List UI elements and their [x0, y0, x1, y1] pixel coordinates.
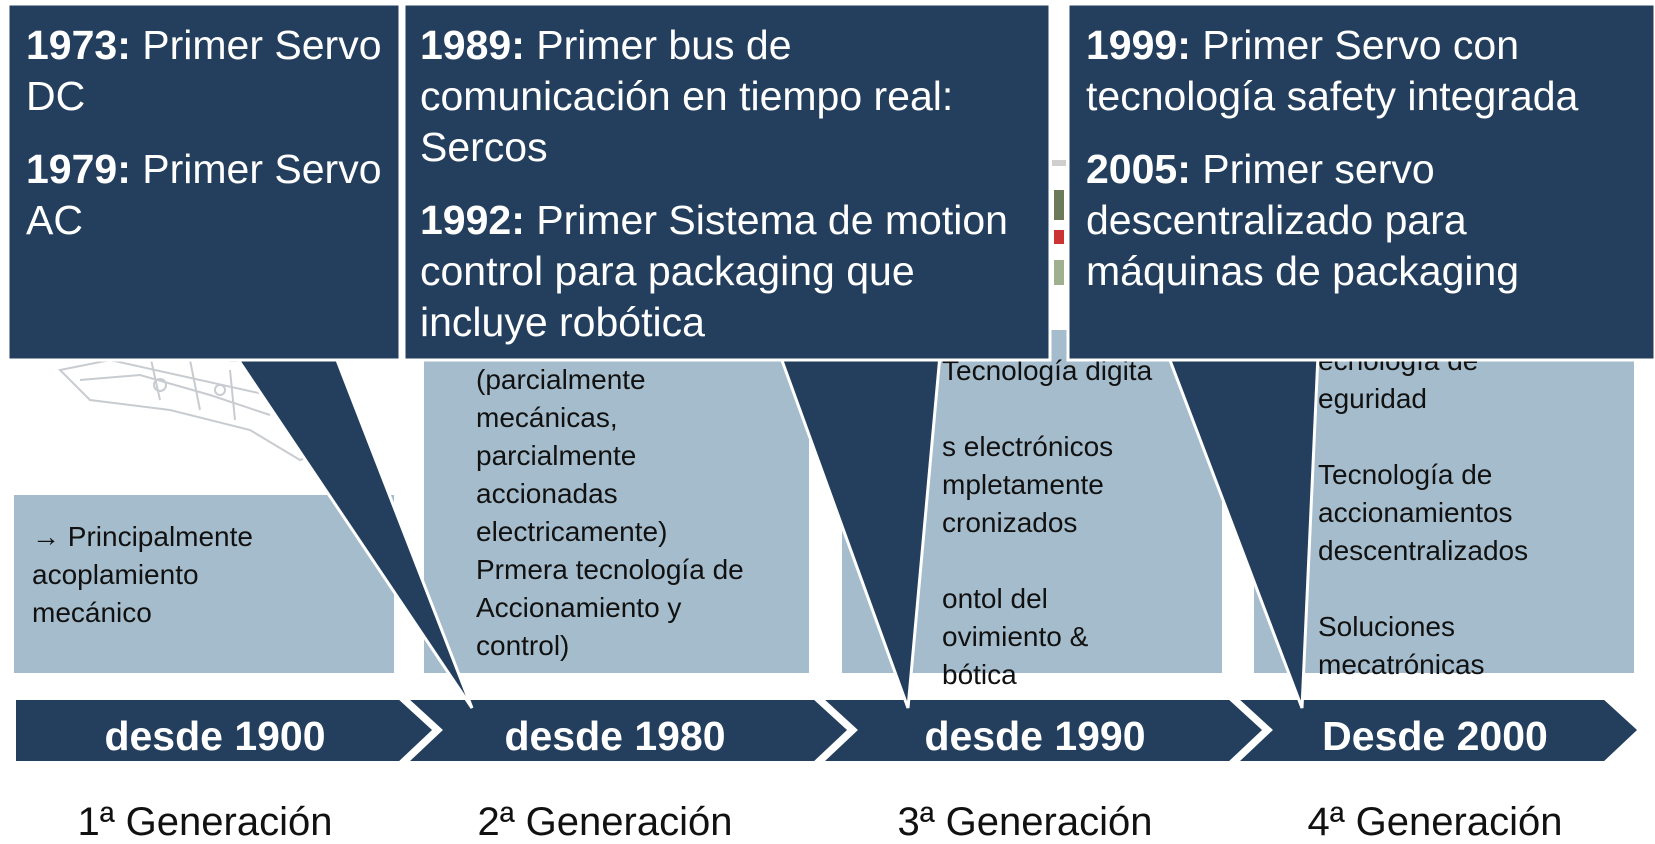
callout-pointer-1 — [232, 353, 474, 709]
callout-2-text-2: Primer Sistema de motion control para pa… — [420, 197, 1008, 345]
timeline-segment-1990 — [814, 696, 1268, 765]
callout-2-text-1: Primer bus de comunicación en tiempo rea… — [420, 22, 954, 170]
callout-2-text: 1989: Primer bus de comunicación en tiem… — [420, 20, 1045, 370]
generation-1-panel — [14, 495, 394, 673]
machine-illustration-2 — [1052, 160, 1066, 285]
callout-box-1 — [6, 2, 402, 362]
generation-label-2: 2ª Generación — [477, 800, 733, 844]
era-label-1900: desde 1900 — [104, 713, 326, 759]
generation-1-description: → Principalmente acoplamiento mecánico — [32, 521, 253, 628]
callout-pointer-3 — [1165, 353, 1320, 709]
callout-3-text-2: Primer servo descentralizado para máquin… — [1086, 146, 1520, 294]
era-label-1980: desde 1980 — [504, 713, 726, 759]
callout-3-year-2: 2005: — [1086, 146, 1191, 192]
generation-2-panel — [424, 360, 809, 673]
timeline-segment-1980 — [399, 696, 853, 765]
callout-3-text-1: Primer Servo con tecnología safety integ… — [1086, 22, 1579, 119]
era-label-1990: desde 1990 — [924, 713, 1146, 759]
generation-label-4: 4ª Generación — [1307, 800, 1563, 844]
generation-label-1: 1ª Generación — [77, 800, 333, 844]
callout-box-2 — [402, 2, 1052, 362]
callout-3-year-1: 1999: — [1086, 22, 1191, 68]
timeline-segment-1900 — [12, 696, 438, 765]
callout-2-year-2: 1992: — [420, 197, 525, 243]
callout-2-year-1: 1989: — [420, 22, 525, 68]
timeline-segment-2000 — [1229, 696, 1643, 765]
callout-1-text-2: Primer Servo AC — [26, 146, 382, 243]
callout-1-year-2: 1979: — [26, 146, 131, 192]
era-label-2000: Desde 2000 — [1322, 713, 1548, 759]
callout-1-year-1: 1973: — [26, 22, 131, 68]
callout-3-text: 1999: Primer Servo con tecnología safety… — [1086, 20, 1646, 319]
callout-1-text: 1973: Primer Servo DC 1979: Primer Servo… — [26, 20, 386, 268]
callout-box-3 — [1066, 2, 1655, 362]
generation-4-description: ecnología de eguridad Tecnología de acci… — [1318, 345, 1529, 680]
generation-2-description: (parcialmente mecánicas, parcialmente ac… — [476, 364, 744, 661]
generation-label-3: 3ª Generación — [897, 800, 1153, 844]
callout-pointer-2 — [777, 353, 942, 709]
callout-1-text-1: Primer Servo DC — [26, 22, 382, 119]
